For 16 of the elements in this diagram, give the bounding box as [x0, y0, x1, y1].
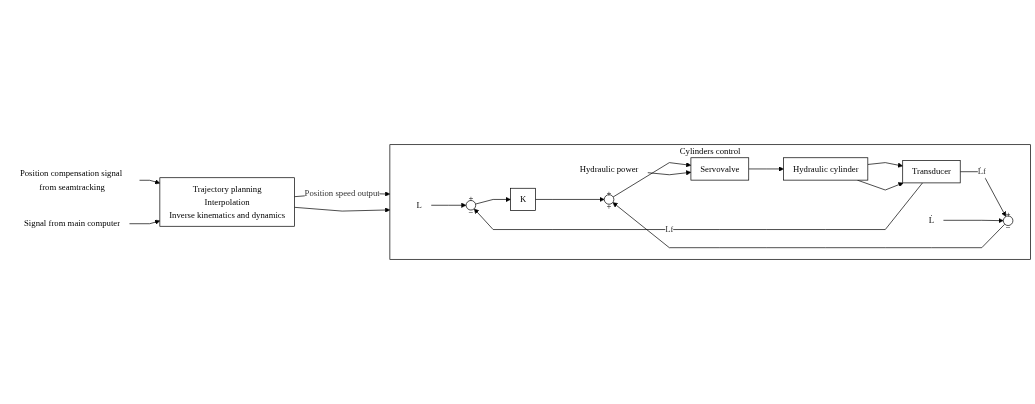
node-circle: −: [465, 200, 477, 211]
node-text: Position compensation signal from seamtracking: [19, 168, 123, 192]
edge-label: Lf: [665, 224, 674, 235]
node-box: Transducer: [902, 160, 961, 184]
node-box: Trajectory planning Interpolation Inverse kinematics and dynamics: [159, 177, 295, 227]
edge-label: L̇f: [977, 166, 986, 177]
node-text: Signal from main computer: [24, 218, 121, 229]
node-text: L̇: [928, 215, 935, 225]
node-box: K: [510, 187, 536, 211]
node-circle: + −: [1003, 215, 1014, 226]
node-box: Hydraulic cylinder: [783, 157, 869, 181]
node-text: L: [416, 200, 422, 210]
edge-label: Position speed output: [304, 188, 380, 198]
node-text: Hydraulic power: [579, 164, 639, 174]
node-box: Servovalve: [690, 157, 750, 181]
node-circle: +: [603, 194, 615, 205]
